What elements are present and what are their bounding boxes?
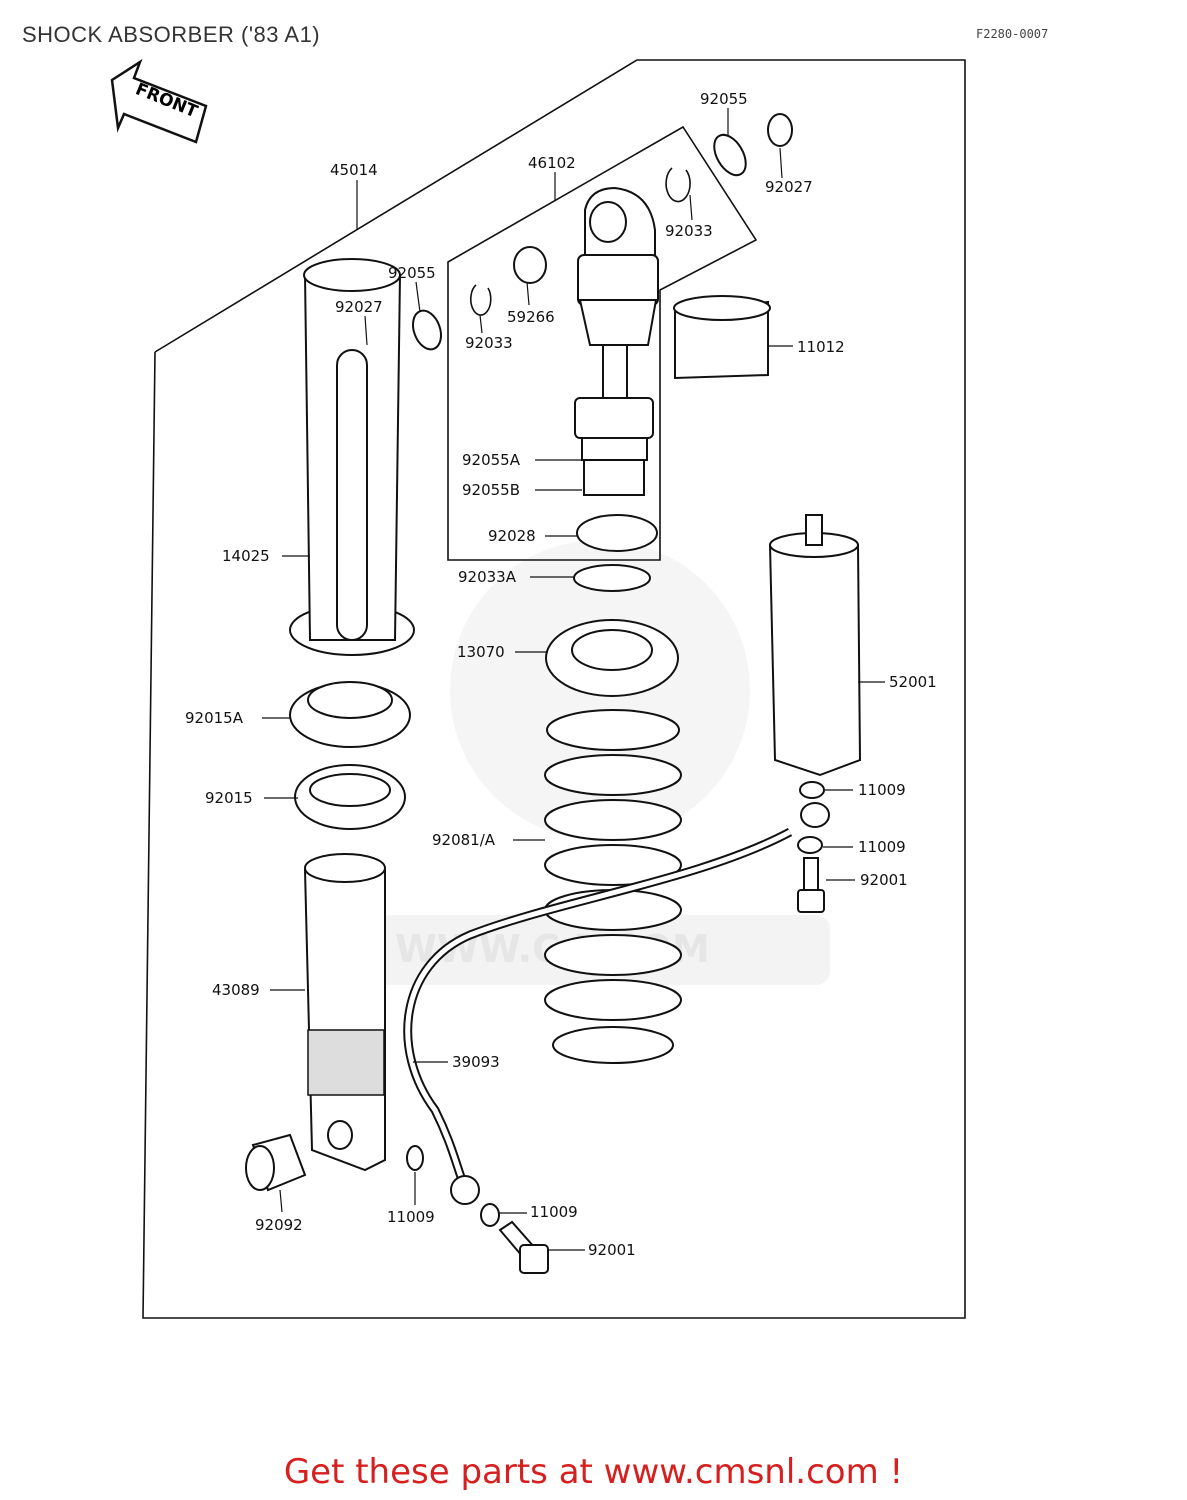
locknut-92015-icon <box>294 764 406 830</box>
label-92055-left: 92055 <box>388 264 436 282</box>
bolt-92001-a-icon <box>797 857 825 913</box>
label-92001-b: 92001 <box>588 1241 636 1259</box>
label-92001-a: 92001 <box>860 871 908 889</box>
part-labels: 45014 46102 92055 92027 92033 92055 9202… <box>185 90 937 1259</box>
label-92055A: 92055A <box>462 451 521 469</box>
label-92028: 92028 <box>488 527 536 545</box>
label-52001: 52001 <box>889 673 937 691</box>
label-92092: 92092 <box>255 1216 303 1234</box>
label-11009-d: 11009 <box>530 1203 578 1221</box>
leader-lines <box>262 108 885 1251</box>
label-14025: 14025 <box>222 547 270 565</box>
ring-92028-icon <box>576 514 658 552</box>
label-45014: 45014 <box>330 161 378 179</box>
kit-outline-45014 <box>142 59 966 1319</box>
washer-11009-d-icon <box>480 1203 500 1227</box>
bushing-92027-top-icon <box>767 113 793 147</box>
ring-92055-left-icon <box>411 309 443 351</box>
bolt-92001-b-icon <box>498 1220 549 1274</box>
label-46102: 46102 <box>528 154 576 172</box>
figure-code: F2280-0007 <box>976 27 1049 41</box>
circlip-92033-top-icon <box>665 167 691 203</box>
page-title: SHOCK ABSORBER ('83 A1) <box>22 22 321 47</box>
label-92033-left: 92033 <box>465 334 513 352</box>
label-92027-left: 92027 <box>335 298 383 316</box>
spring-seat-13070-icon <box>545 619 679 697</box>
bushing-92092-icon <box>245 1133 307 1192</box>
label-92015: 92015 <box>205 789 253 807</box>
damper-unit-icon <box>574 186 659 496</box>
label-39093: 39093 <box>452 1053 500 1071</box>
shock-body-43089-icon <box>303 853 386 1172</box>
front-arrow-icon: FRONT <box>110 58 208 144</box>
label-92081A: 92081/A <box>432 831 496 849</box>
sleeve-11012-icon <box>673 295 771 380</box>
label-11009-b: 11009 <box>858 838 906 856</box>
label-92055-top: 92055 <box>700 90 748 108</box>
banjo-icon <box>800 802 830 828</box>
label-59266: 59266 <box>507 308 555 326</box>
bushing-59266-icon <box>513 246 547 284</box>
washer-11009-c-icon <box>406 1145 424 1171</box>
ring-92033A-icon <box>573 564 651 592</box>
washer-11009-a-icon <box>799 781 825 799</box>
label-92055B: 92055B <box>462 481 520 499</box>
label-11009-a: 11009 <box>858 781 906 799</box>
label-11009-c: 11009 <box>387 1208 435 1226</box>
reservoir-52001-icon <box>768 514 862 777</box>
cover-14025-icon <box>289 258 415 656</box>
kit-outline-46102 <box>447 125 758 561</box>
label-13070: 13070 <box>457 643 505 661</box>
coil-spring-92081A-icon <box>544 709 682 1064</box>
label-92033A: 92033A <box>458 568 517 586</box>
label-92027-top: 92027 <box>765 178 813 196</box>
banjo-lower-icon <box>450 1175 480 1205</box>
washer-11009-b-icon <box>797 836 823 854</box>
ring-92055-top-icon <box>713 133 747 177</box>
label-43089: 43089 <box>212 981 260 999</box>
exploded-parts-diagram: WWW.C L.COM FRONT <box>110 58 966 1319</box>
footer-link-text[interactable]: Get these parts at www.cmsnl.com ! <box>283 1452 904 1492</box>
label-11012: 11012 <box>797 338 845 356</box>
label-92015A: 92015A <box>185 709 244 727</box>
circlip-92033-left-icon <box>469 284 492 316</box>
label-92033-top: 92033 <box>665 222 713 240</box>
locknut-92015A-icon <box>289 681 411 748</box>
